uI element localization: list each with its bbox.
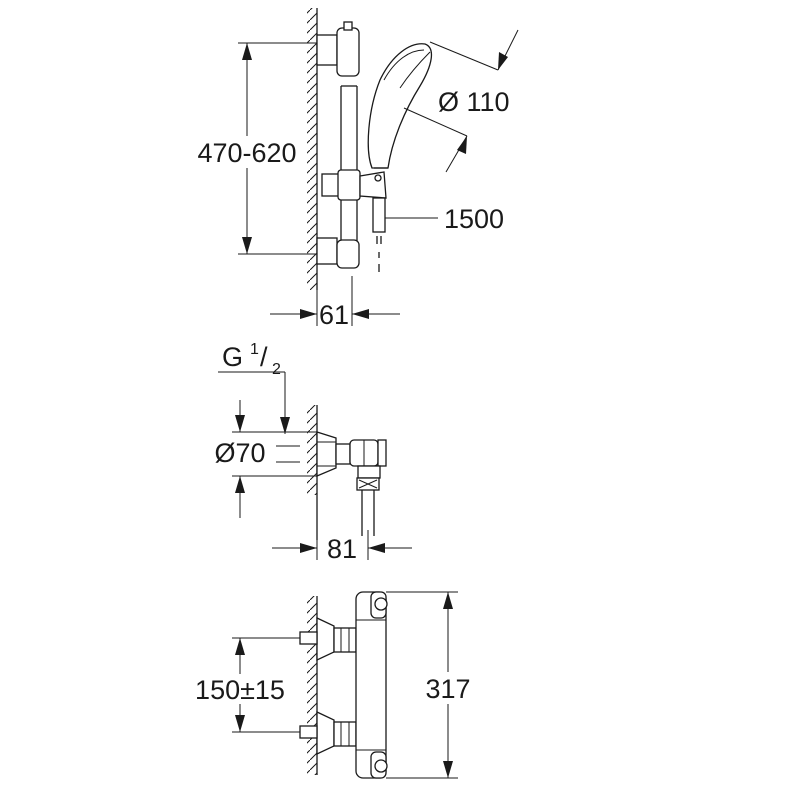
- dim-mixer-height: 317: [386, 591, 486, 779]
- mixer-front-view: 150±15 317: [188, 591, 486, 779]
- label-valve-depth: 81: [327, 534, 357, 564]
- lower-inlet: [299, 710, 357, 756]
- label-hose-length: 1500: [444, 204, 504, 234]
- rail-slider: [321, 169, 387, 201]
- label-rail-height: 470-620: [197, 138, 296, 168]
- dim-rail-depth: 61: [270, 276, 400, 330]
- dim-rail-height: 470-620: [188, 42, 317, 255]
- rail-lower-bracket: [316, 237, 360, 269]
- wall-bottom: [307, 596, 318, 775]
- side-hose-fitting: [356, 477, 380, 536]
- dim-rosette-diameter: Ø70: [208, 400, 317, 518]
- dim-hose-length: 1500: [385, 204, 504, 234]
- label-head-diameter: Ø 110: [438, 87, 510, 117]
- label-inlet-spacing: 150±15: [195, 675, 285, 705]
- wall-top: [307, 8, 318, 290]
- side-rosette: [316, 431, 337, 477]
- dim-head-diameter: Ø 110: [403, 29, 519, 173]
- wall-middle: [307, 405, 318, 540]
- label-thread-slash: /: [260, 342, 268, 372]
- label-thread-den: 2: [272, 361, 281, 378]
- shower-hose: [372, 197, 386, 272]
- label-rail-depth: 61: [319, 300, 349, 330]
- label-thread-main: G: [222, 342, 243, 372]
- label-thread-num: 1: [250, 341, 259, 358]
- dim-thread: G 1 / 2: [218, 341, 290, 434]
- side-connector: [335, 439, 387, 479]
- rail-bar: [340, 85, 358, 246]
- shower-rail-view: 470-620 Ø 110 1500 61: [188, 8, 519, 330]
- label-rosette-diameter: Ø70: [214, 438, 265, 468]
- mixer-side-view: G 1 / 2 Ø70: [208, 341, 412, 564]
- hand-shower: [367, 43, 433, 169]
- mixer-body: [355, 591, 388, 779]
- dim-inlet-spacing: 150±15: [188, 637, 300, 733]
- rail-upper-bracket: [316, 21, 360, 77]
- dim-valve-depth: 81: [272, 495, 412, 564]
- label-mixer-height: 317: [425, 674, 470, 704]
- upper-inlet: [299, 616, 357, 662]
